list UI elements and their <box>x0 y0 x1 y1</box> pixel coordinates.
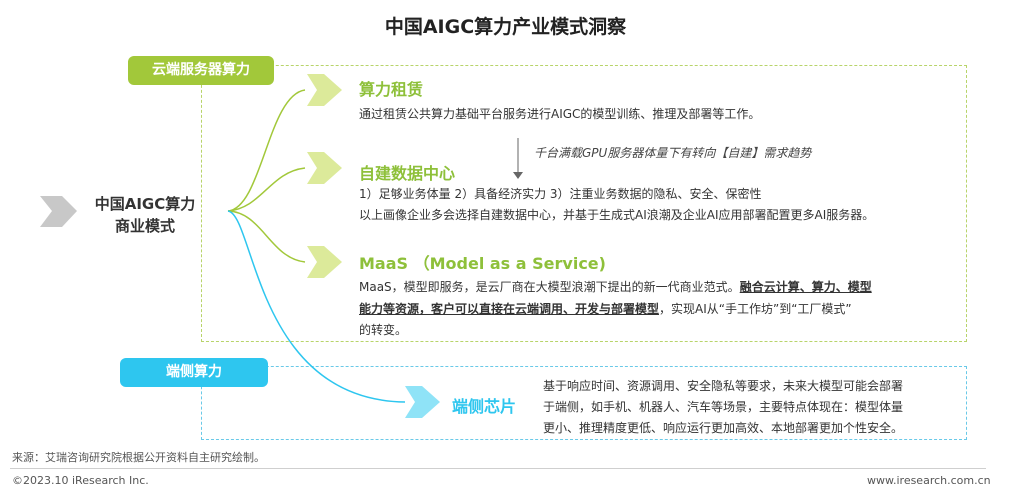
chip-title: 端侧芯片 <box>452 397 517 416</box>
trend-note: 千台满载GPU服务器体量下有转向【自建】需求趋势 <box>534 146 812 160</box>
maas-line1-plain: MaaS，模型即服务，是云厂商在大模型浪潮下提出的新一代商业范式。 <box>359 280 740 294</box>
maas-arrow-icon <box>307 246 342 278</box>
rent-title: 算力租赁 <box>359 80 424 99</box>
maas-line1: MaaS，模型即服务，是云厂商在大模型浪潮下提出的新一代商业范式。融合云计算、算… <box>359 277 872 298</box>
footer-divider <box>10 468 986 469</box>
cloud-section-frame <box>201 65 967 342</box>
connector-curve-maas <box>227 210 306 263</box>
maas-line2-bold: 能力等资源，客户可以直接在云端调用、开发与部署模型 <box>359 302 660 316</box>
chip-line3: 更小、推理精度更低、响应运行更加高效、本地部署更加个性安全。 <box>543 421 904 435</box>
maas-line2-plain: ，实现AI从“手工作坊”到“工厂模式” <box>659 302 852 316</box>
chip-line2: 于端侧，如手机、机器人、汽车等场景，主要特点体现在：模型体量 <box>543 400 904 414</box>
center-label: 中国AIGC算力 商业模式 <box>80 193 210 237</box>
rent-arrow-icon <box>307 74 342 106</box>
source-note: 来源：艾瑞咨询研究院根据公开资料自主研究绘制。 <box>12 451 265 464</box>
cloud-compute-tag: 云端服务器算力 <box>128 56 274 85</box>
center-label-line1: 中国AIGC算力 <box>94 195 196 213</box>
maas-line1-bold: 融合云计算、算力、模型 <box>739 280 872 294</box>
page-title: 中国AIGC算力产业模式洞察 <box>384 16 627 38</box>
chip-arrow-icon <box>405 386 440 418</box>
trend-down-arrow-icon <box>513 172 523 179</box>
self-built-line2: 以上画像企业多会选择自建数据中心，并基于生成式AI浪潮及企业AI应用部署配置更多… <box>359 208 875 222</box>
chip-line1: 基于响应时间、资源调用、安全隐私等要求，未来大模型可能会部署 <box>543 379 904 393</box>
self-built-line1: 1）足够业务体量 2）具备经济实力 3）注重业务数据的隐私、安全、保密性 <box>359 187 762 201</box>
maas-line2: 能力等资源，客户可以直接在云端调用、开发与部署模型，实现AI从“手工作坊”到“工… <box>359 299 852 320</box>
maas-line3: 的转变。 <box>359 323 408 337</box>
connector-curve-chip <box>227 210 406 403</box>
connector-curve-rent <box>227 89 306 212</box>
center-arrow-icon <box>40 196 77 227</box>
self-built-arrow-icon <box>307 152 342 184</box>
maas-title: MaaS （Model as a Service) <box>359 254 606 273</box>
copyright: ©2023.10 iResearch Inc. <box>12 474 149 487</box>
rent-text: 通过租赁公共算力基础平台服务进行AIGC的模型训练、推理及部署等工作。 <box>359 107 761 121</box>
center-label-line2: 商业模式 <box>114 217 175 235</box>
edge-compute-tag: 端侧算力 <box>120 358 268 387</box>
self-built-title: 自建数据中心 <box>359 164 456 183</box>
edge-section-frame <box>201 366 967 440</box>
connector-curve-self-built <box>227 167 306 212</box>
website-link[interactable]: www.iresearch.com.cn <box>867 474 991 487</box>
